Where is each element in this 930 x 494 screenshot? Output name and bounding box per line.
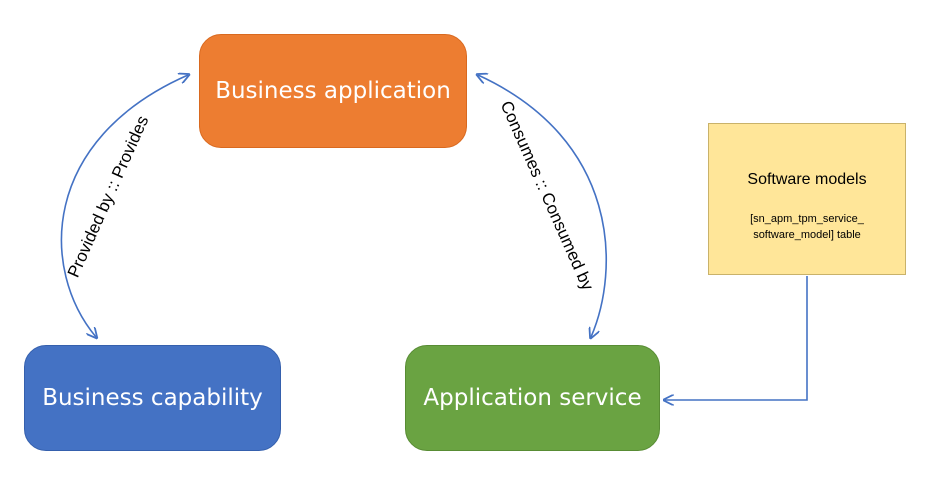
node-application-service: Application service [405, 345, 660, 451]
note-software-models: Software models [sn_apm_tpm_service_ sof… [708, 123, 906, 275]
edge-label-provided-by: Provided by :: Provides [64, 113, 152, 280]
note-subtitle-line-2: software_model] table [753, 229, 861, 241]
note-title: Software models [747, 171, 867, 188]
note-subtitle-line-1: [sn_apm_tpm_service_ [750, 213, 864, 225]
node-business-application: Business application [199, 34, 467, 148]
note-subtitle: [sn_apm_tpm_service_ software_model] tab… [717, 211, 897, 243]
edge-software-models-to-application-service [665, 276, 808, 400]
edge-provided-by-provides [60, 75, 188, 337]
edge-label-consumes: Consumes :: Consumed by [497, 98, 598, 293]
node-business-capability: Business capability [24, 345, 281, 451]
edge-consumes-consumed-by [478, 75, 608, 337]
